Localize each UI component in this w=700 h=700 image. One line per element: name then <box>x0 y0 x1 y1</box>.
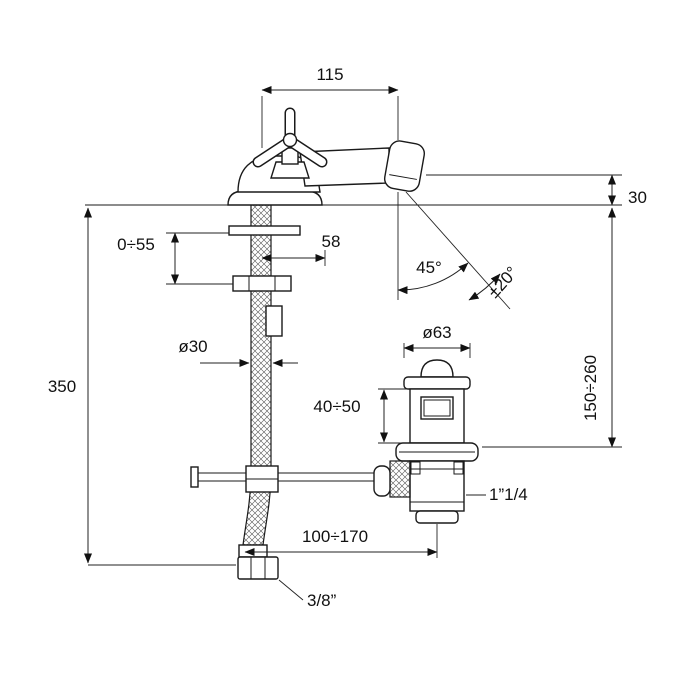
dim-label-waste-body-height: 40÷50 <box>313 397 360 416</box>
leader-line <box>278 579 304 601</box>
waste-push-cap <box>420 359 454 378</box>
waste-top-flange <box>403 376 471 390</box>
dimension-body-offset: 58 <box>261 232 341 266</box>
handle-stem <box>281 147 299 165</box>
dimension-shank-diameter: ø30 <box>178 337 298 367</box>
angle-arc <box>397 262 469 295</box>
overflow-window-inner <box>423 399 451 417</box>
aerator-band <box>389 174 417 180</box>
handle-hub <box>282 132 298 148</box>
thread-hatch-right <box>453 461 464 475</box>
faucet-shank-and-hose <box>228 204 301 580</box>
aerator-outline <box>383 140 426 192</box>
dim-label-waste-cap-diameter: ø63 <box>422 323 451 342</box>
label-hose-thread: 3/8” <box>307 591 337 610</box>
label-waste-thread: 1”1/4 <box>489 485 528 504</box>
mounting-plate <box>228 225 301 236</box>
dim-label-shank-diameter: ø30 <box>178 337 207 356</box>
dimension-waste-height: 150÷260 <box>482 207 622 448</box>
waste-bottom-cap <box>415 510 459 524</box>
pop-up-waste <box>373 359 479 524</box>
faucet-body <box>227 140 426 206</box>
dimension-waste-body-height: 40÷50 <box>313 388 408 444</box>
dimension-swivel-range: ±20° <box>468 263 522 302</box>
hose-collar <box>238 544 268 558</box>
dim-label-spout-reach: 115 <box>316 65 343 84</box>
dim-label-total-height: 350 <box>48 377 76 396</box>
dimension-waste-cap-diameter: ø63 <box>403 323 471 358</box>
hose-end-nut <box>237 556 279 580</box>
annotation-hose-thread: 3/8” <box>278 579 337 610</box>
threaded-shank <box>250 204 272 479</box>
dimension-waste-distance: 100÷170 <box>244 524 438 558</box>
dimension-spout-reach: 115 <box>261 65 399 148</box>
dimension-deck-thickness: 0÷55 <box>117 232 233 285</box>
shank-fitting <box>265 305 283 337</box>
dimension-total-height: 350 <box>48 207 236 566</box>
swivel-arc <box>468 273 501 301</box>
dimension-spout-angle: 45° <box>397 258 469 295</box>
annotation-waste-thread: 1”1/4 <box>466 485 528 504</box>
dim-label-swivel: ±20° <box>484 263 522 302</box>
dim-label-waste-height: 150÷260 <box>581 355 600 421</box>
lever-knob <box>373 465 391 497</box>
pop-up-rod <box>190 465 378 493</box>
clamping-nut <box>232 275 292 292</box>
dim-label-waste-distance: 100÷170 <box>302 527 368 546</box>
overflow-window <box>420 396 454 420</box>
dim-label-deck-thickness: 0÷55 <box>117 235 155 254</box>
rod-end-cap <box>190 466 199 488</box>
spout-aerator <box>383 140 426 192</box>
thread-hatch-left <box>410 461 421 475</box>
dim-label-spout-height: 30 <box>628 188 647 207</box>
cross-handle <box>252 107 328 168</box>
base-flange <box>227 190 323 206</box>
dim-label-spout-angle: 45° <box>416 258 442 277</box>
dimension-spout-height: 30 <box>426 174 647 207</box>
dim-label-body-offset: 58 <box>322 232 341 251</box>
lever-boss <box>389 460 411 498</box>
